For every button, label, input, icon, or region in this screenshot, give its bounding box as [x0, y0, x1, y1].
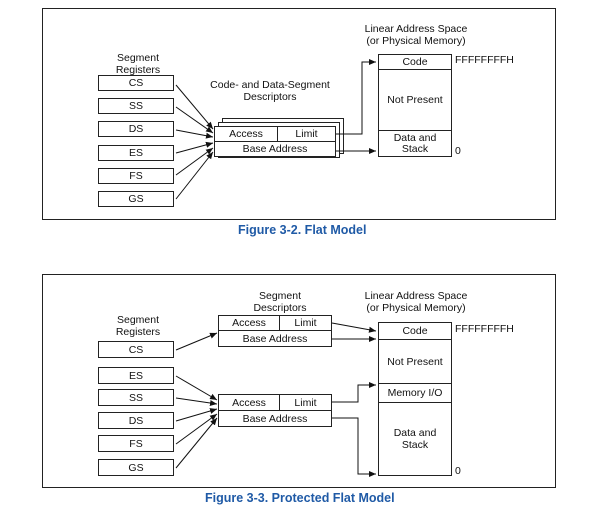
address-space-label: Linear Address Space (or Physical Memory… [364, 290, 468, 314]
figure-caption: Figure 3-3. Protected Flat Model [205, 491, 395, 505]
segment-registers-label: Segment Registers [115, 52, 161, 76]
flat-model-figure [42, 8, 556, 220]
memory-not-present: Not Present [378, 339, 452, 384]
register-fs: FS [98, 435, 174, 452]
code-descriptor-base-address: Base Address [218, 330, 332, 347]
figure-caption: Figure 3-2. Flat Model [238, 223, 367, 237]
register-gs: GS [98, 459, 174, 476]
register-fs: FS [98, 168, 174, 184]
memory-io: Memory I/O [378, 383, 452, 403]
bottom-address-label: 0 [455, 465, 461, 477]
register-gs: GS [98, 191, 174, 207]
segment-registers-label: Segment Registers [115, 314, 161, 338]
code-descriptor-access: Access [218, 315, 280, 331]
register-es: ES [98, 145, 174, 161]
register-ds: DS [98, 121, 174, 137]
data-descriptor-limit: Limit [279, 394, 332, 411]
register-es: ES [98, 367, 174, 384]
top-address-label: FFFFFFFFH [455, 54, 514, 66]
memory-code: Code [378, 54, 452, 70]
register-ss: SS [98, 98, 174, 114]
descriptors-label: Code- and Data-Segment Descriptors [210, 79, 330, 103]
descriptor-base-address: Base Address [214, 141, 336, 157]
top-address-label: FFFFFFFFH [455, 323, 514, 335]
data-descriptor-base-address: Base Address [218, 410, 332, 427]
register-cs: CS [98, 75, 174, 91]
address-space-label: Linear Address Space (or Physical Memory… [364, 23, 468, 47]
register-cs: CS [98, 341, 174, 358]
memory-data-stack: Data and Stack [378, 130, 452, 157]
register-ss: SS [98, 389, 174, 406]
descriptors-label: Segment Descriptors [253, 290, 307, 314]
memory-data-stack: Data and Stack [378, 402, 452, 476]
register-ds: DS [98, 412, 174, 429]
bottom-address-label: 0 [455, 145, 461, 157]
